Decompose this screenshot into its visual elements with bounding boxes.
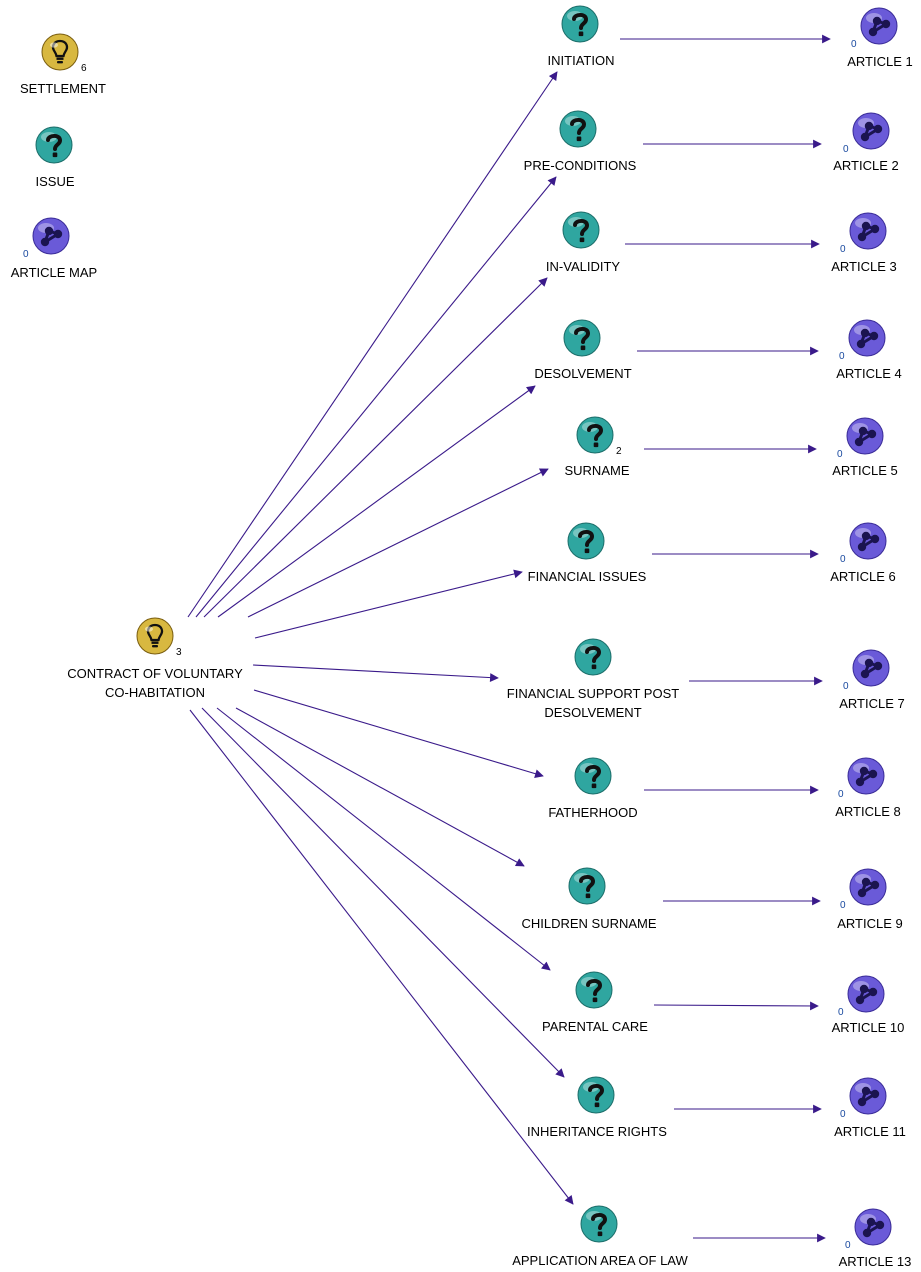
edge-contract-to-desolvement[interactable] [217, 385, 536, 618]
map-icon[interactable] [847, 757, 885, 795]
question-icon[interactable] [574, 638, 612, 676]
article-6-label: ARTICLE 6 [830, 569, 896, 584]
article-13-count: 0 [845, 1240, 851, 1251]
issue-inheritance-rights-label: INHERITANCE RIGHTS [527, 1124, 667, 1139]
map-icon[interactable] [849, 868, 887, 906]
article-3-count: 0 [840, 244, 846, 255]
edge-contract-to-surname[interactable] [247, 468, 549, 618]
question-icon[interactable] [563, 319, 601, 357]
issue-children-surname-label: CHILDREN SURNAME [521, 916, 657, 931]
article-1-count: 0 [851, 39, 857, 50]
edge-contract-to-financial-issues[interactable] [254, 569, 523, 639]
article-7-label: ARTICLE 7 [839, 696, 905, 711]
question-icon[interactable] [568, 867, 606, 905]
map-icon[interactable] [849, 212, 887, 250]
article-4-label: ARTICLE 4 [836, 366, 902, 381]
article-4-count: 0 [839, 351, 845, 362]
question-icon[interactable] [559, 110, 597, 148]
edge-contract-to-application-area[interactable] [189, 709, 574, 1205]
issue-initiation-label: INITIATION [547, 53, 615, 68]
question-icon[interactable] [562, 211, 600, 249]
issue-parental-care-label: PARENTAL CARE [542, 1019, 648, 1034]
edge-contract-to-initiation[interactable] [187, 71, 558, 618]
article-9-count: 0 [840, 900, 846, 911]
root-contract-label: CONTRACT OF VOLUNTARY CO-HABITATION [67, 666, 243, 700]
issue-in-validity-label: IN-VALIDITY [545, 259, 621, 274]
question-icon[interactable] [577, 1076, 615, 1114]
map-icon[interactable] [848, 319, 886, 357]
issue-surname-label: SURNAME [564, 463, 630, 478]
issue-desolvement-label: DESOLVEMENT [534, 366, 632, 381]
edge-contract-to-pre-conditions[interactable] [195, 176, 557, 618]
article-5-count: 0 [837, 449, 843, 460]
edge-parental-care-to-article-10[interactable] [653, 1001, 819, 1011]
question-icon[interactable] [35, 126, 73, 164]
issue-financial-issues-label: FINANCIAL ISSUES [527, 569, 647, 584]
article-1-label: ARTICLE 1 [847, 54, 913, 69]
map-icon[interactable] [854, 1208, 892, 1246]
map-icon[interactable] [849, 522, 887, 560]
article-2-count: 0 [843, 144, 849, 155]
question-icon[interactable] [575, 971, 613, 1009]
issue-fatherhood-label: FATHERHOOD [548, 805, 638, 820]
article-13-label: ARTICLE 13 [838, 1254, 912, 1269]
article-11-label: ARTICLE 11 [834, 1124, 906, 1139]
article-9-label: ARTICLE 9 [837, 916, 903, 931]
legend-settlement-count: 6 [81, 63, 87, 74]
article-2-label: ARTICLE 2 [833, 158, 899, 173]
article-10-count: 0 [838, 1007, 844, 1018]
issue-pre-conditions-label: PRE-CONDITIONS [523, 158, 637, 173]
question-icon[interactable] [567, 522, 605, 560]
lightbulb-icon[interactable] [41, 33, 79, 71]
question-icon[interactable] [574, 757, 612, 795]
legend-article-map-count: 0 [23, 249, 29, 260]
edge-contract-to-financial-support[interactable] [252, 664, 499, 682]
lightbulb-icon[interactable] [136, 617, 174, 655]
legend-issue-label: ISSUE [35, 174, 75, 189]
legend-settlement-label: SETTLEMENT [20, 81, 106, 96]
map-icon[interactable] [852, 112, 890, 150]
issue-application-area-label: APPLICATION AREA OF LAW [512, 1253, 688, 1268]
question-icon[interactable] [580, 1205, 618, 1243]
issue-financial-support-label: FINANCIAL SUPPORT POST DESOLVEMENT [506, 686, 680, 720]
article-8-count: 0 [838, 789, 844, 800]
edge-contract-to-fatherhood[interactable] [253, 689, 544, 778]
article-5-label: ARTICLE 5 [832, 463, 898, 478]
map-icon[interactable] [847, 975, 885, 1013]
map-icon[interactable] [860, 7, 898, 45]
article-11-count: 0 [840, 1109, 846, 1120]
issue-surname-count: 2 [616, 446, 622, 457]
edge-contract-to-children-surname[interactable] [235, 707, 525, 867]
question-icon[interactable] [576, 416, 614, 454]
root-contract-count: 3 [176, 647, 182, 658]
article-6-count: 0 [840, 554, 846, 565]
edge-contract-to-in-validity[interactable] [203, 277, 548, 618]
map-icon[interactable] [849, 1077, 887, 1115]
map-icon[interactable] [32, 217, 70, 255]
map-icon[interactable] [846, 417, 884, 455]
article-10-label: ARTICLE 10 [831, 1020, 905, 1035]
map-icon[interactable] [852, 649, 890, 687]
article-8-label: ARTICLE 8 [835, 804, 901, 819]
article-7-count: 0 [843, 681, 849, 692]
question-icon[interactable] [561, 5, 599, 43]
legend-article-map-label: ARTICLE MAP [10, 265, 98, 280]
article-3-label: ARTICLE 3 [831, 259, 897, 274]
edge-contract-to-parental-care[interactable] [216, 707, 551, 971]
edge-contract-to-inheritance-rights[interactable] [201, 707, 565, 1078]
